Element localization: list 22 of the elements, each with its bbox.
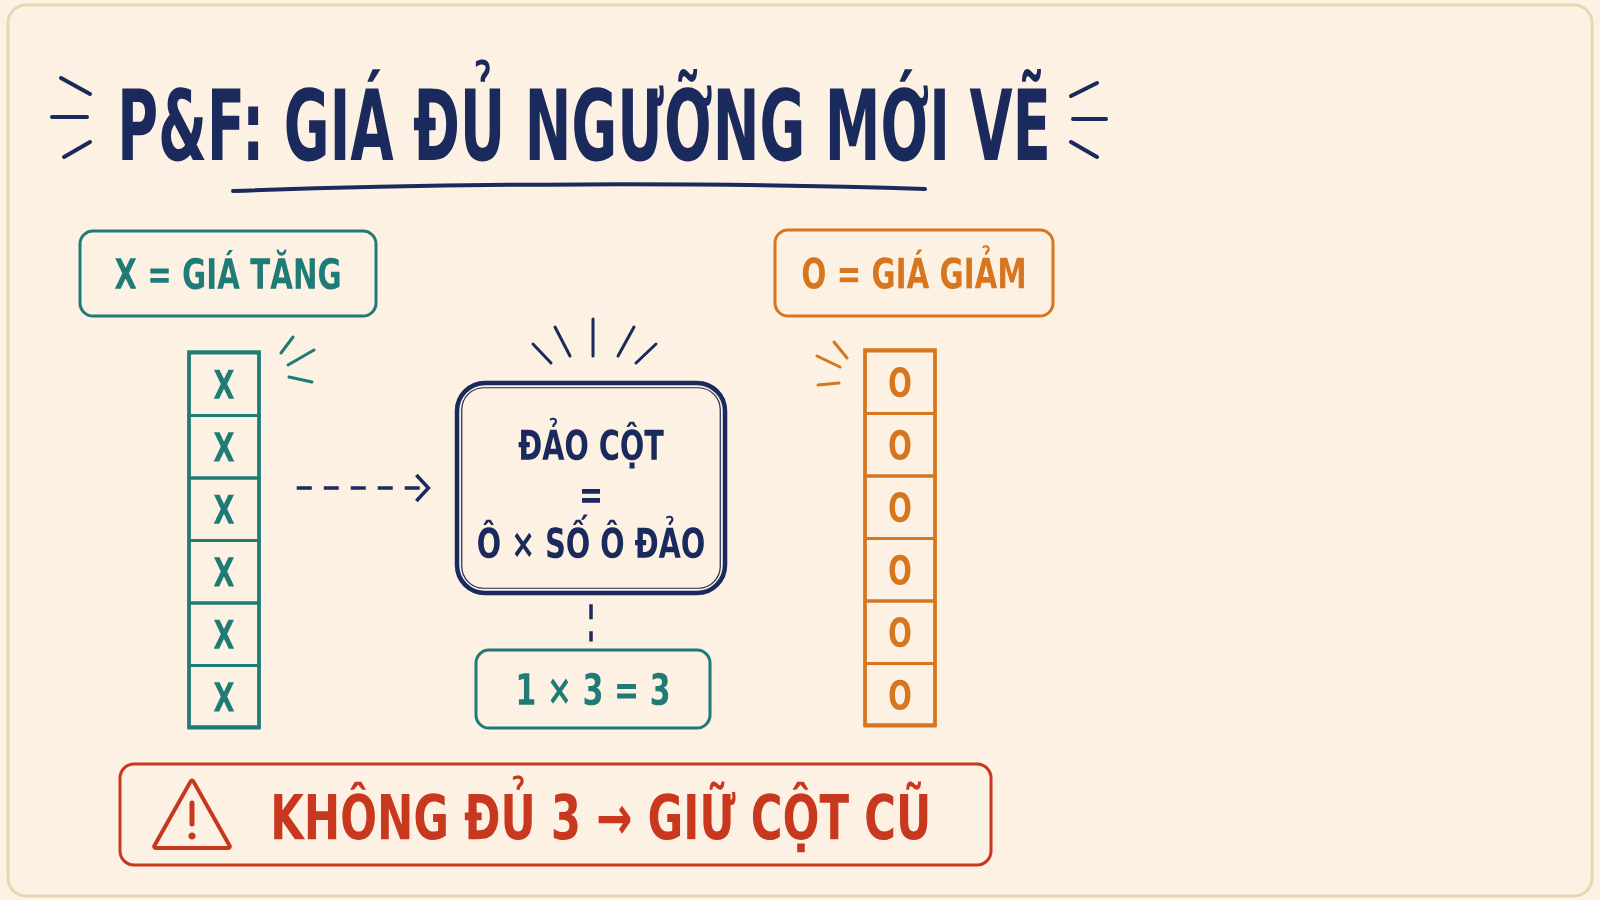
grid-cell: X xyxy=(187,664,261,730)
formula-box: ĐẢO CỘT = Ô × SỐ Ô ĐẢO xyxy=(454,380,728,596)
grid-cell: O xyxy=(863,474,937,540)
grid-cell: O xyxy=(863,537,937,603)
label-box: X = GIÁ TĂNG xyxy=(78,229,378,318)
title: P&F: GIÁ ĐỦ NGƯỠNG MỚI VẼ xyxy=(122,59,1047,162)
dashed-arrow xyxy=(296,473,431,503)
grid-cell: O xyxy=(863,412,937,478)
cell-column xyxy=(863,348,937,727)
calculation-box: 1 × 3 = 3 xyxy=(474,648,712,730)
label-box: O = GIÁ GIẢM xyxy=(773,228,1055,318)
cell-column xyxy=(187,350,261,729)
grid-cell: O xyxy=(863,662,937,728)
grid-cell: X xyxy=(187,351,261,417)
warning-box: KHÔNG ĐỦ 3 → GIỮ CỘT CŨ xyxy=(118,762,993,867)
grid-cell: X xyxy=(187,601,261,667)
dashed-line xyxy=(589,604,593,642)
grid-cell: X xyxy=(187,414,261,480)
grid-cell: O xyxy=(863,349,937,415)
grid-cell: X xyxy=(187,539,261,605)
grid-cell: X xyxy=(187,476,261,542)
grid-cell: O xyxy=(863,599,937,665)
